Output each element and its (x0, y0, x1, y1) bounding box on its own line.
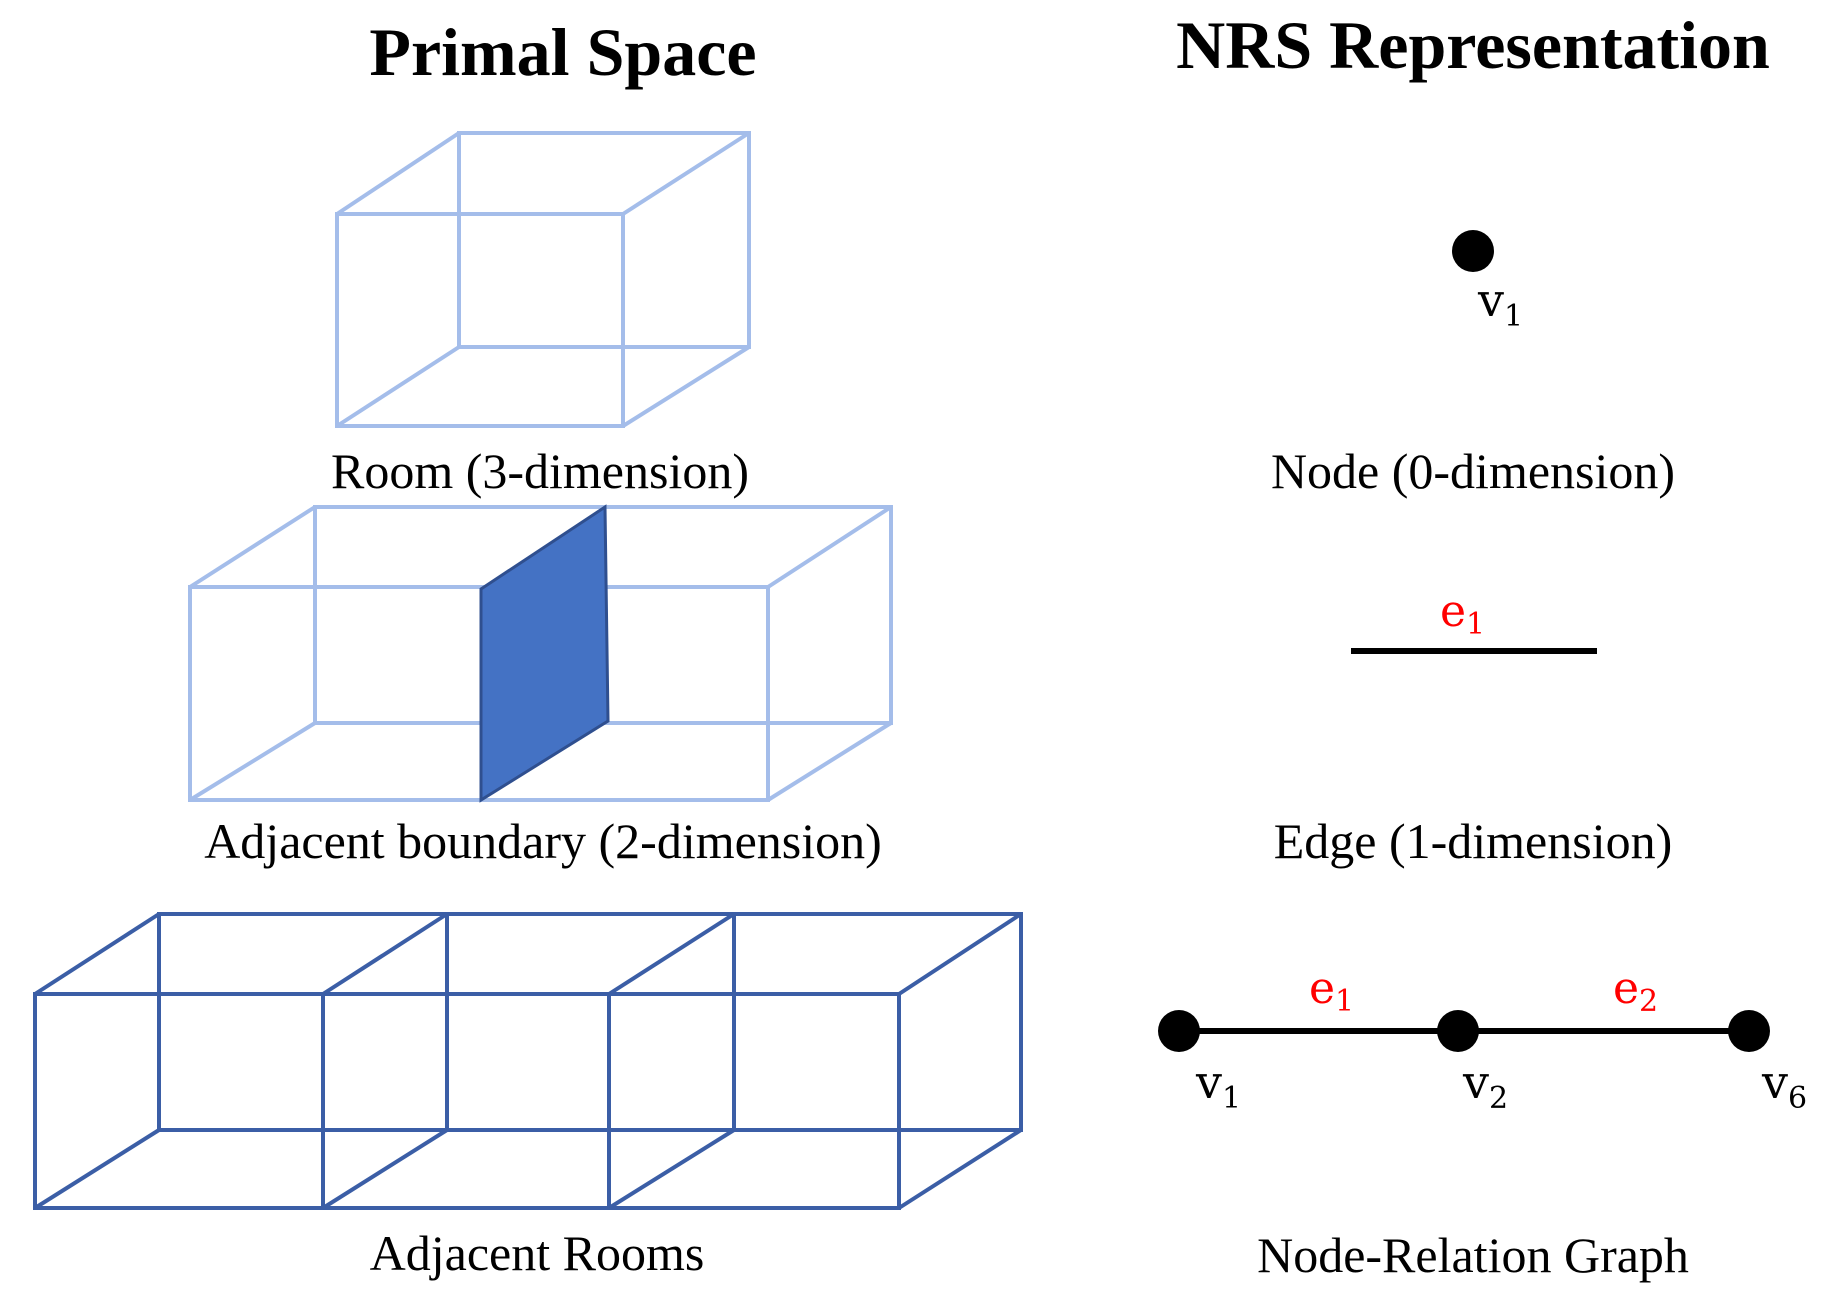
node-caption: Node (0-dimension) (1271, 443, 1675, 499)
rooms-edge (33, 912, 161, 996)
rooms-edge (33, 1128, 161, 1210)
boundary-edge (188, 505, 317, 589)
boundary-edge (766, 721, 893, 802)
partition-bottom-1 (321, 1128, 449, 1210)
graph-node-label-v1: v1 (1195, 1055, 1241, 1116)
room-edge (335, 345, 461, 428)
graph-edge-label-e2: e2 (1613, 963, 1658, 1019)
graph-node-v6 (1728, 1010, 1770, 1052)
nrs-representation-heading: NRS Representation (1176, 7, 1770, 83)
room-edge (621, 131, 751, 216)
shared-wall-plane (479, 504, 610, 803)
node-label: v1 (1477, 273, 1523, 334)
primal-space-heading: Primal Space (369, 14, 756, 90)
partition-top-2 (607, 912, 736, 996)
graph-node-v2 (1437, 1010, 1479, 1052)
boundary-edge (766, 505, 893, 589)
rooms-caption: Adjacent Rooms (370, 1225, 705, 1281)
node-point (1452, 230, 1494, 272)
graph-node-label-v2: v2 (1462, 1055, 1508, 1116)
partition-bottom-2 (607, 1128, 736, 1210)
partition-top-1 (321, 912, 449, 996)
rooms-back-face (157, 912, 1023, 1132)
room-caption: Room (3-dimension) (331, 443, 749, 499)
edge-label: e1 (1440, 586, 1485, 642)
graph-caption: Node-Relation Graph (1257, 1227, 1689, 1283)
room-front-face (335, 212, 625, 428)
rooms-edge (897, 1128, 1023, 1210)
room-cube (335, 131, 751, 428)
boundary-front-face (188, 585, 770, 802)
room-back-face (457, 131, 751, 349)
graph-edge-label-e1: e1 (1309, 963, 1354, 1019)
graph-node-v1 (1158, 1010, 1200, 1052)
adjacent-rooms-boxes (33, 912, 1023, 1210)
rooms-front-face (33, 992, 901, 1210)
rooms-edge (897, 912, 1023, 996)
room-edge (621, 345, 751, 428)
edge-caption: Edge (1-dimension) (1274, 813, 1673, 869)
boundary-caption: Adjacent boundary (2-dimension) (204, 813, 882, 869)
room-edge (335, 131, 461, 216)
graph-node-label-v6: v6 (1761, 1055, 1807, 1116)
boundary-edge (188, 721, 317, 802)
